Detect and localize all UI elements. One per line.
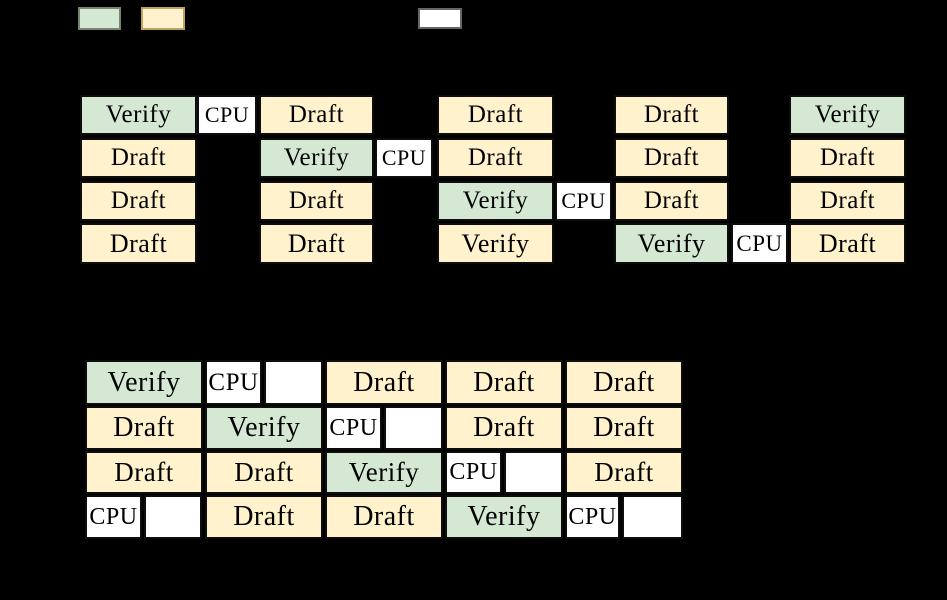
cpu-cell: CPU	[205, 360, 262, 405]
draft-cell: Draft	[205, 495, 323, 539]
cpu-cell: CPU	[85, 495, 142, 539]
draft-cell: Draft	[565, 451, 683, 494]
verify-cell: Verify	[205, 406, 323, 450]
draft-cell: Draft	[80, 223, 197, 264]
draft-cell: Draft	[85, 451, 203, 494]
draft-cell: Draft	[80, 138, 197, 178]
draft-cell: Draft	[259, 223, 374, 264]
draft-cell: Draft	[80, 181, 197, 221]
verify-cell: Verify	[80, 95, 197, 135]
verify-cell: Verify	[445, 495, 563, 539]
verify-cell: Verify	[325, 451, 443, 494]
legend-cpu-swatch	[418, 8, 462, 29]
cpu-cell: CPU	[555, 181, 612, 221]
draft-cell: Draft	[614, 138, 729, 178]
draft-cell: Draft	[789, 138, 906, 178]
draft-cell: Draft	[565, 360, 683, 405]
draft-cell: Draft	[445, 360, 563, 405]
cpu-cell: CPU	[197, 95, 257, 135]
draft-cell: Draft	[325, 360, 443, 405]
draft-cell: Draft	[85, 406, 203, 450]
cpu-cell: CPU	[731, 223, 788, 264]
draft-cell: Draft	[437, 138, 554, 178]
cpu-cell: CPU	[375, 138, 433, 178]
draft-cell: Draft	[445, 406, 563, 450]
idle-cell	[384, 406, 443, 450]
draft-cell: Draft	[259, 95, 374, 135]
verify-cell: Verify	[259, 138, 374, 178]
idle-cell	[504, 451, 563, 494]
draft-cell: Draft	[437, 95, 554, 135]
verify-cell: Verify	[437, 181, 554, 221]
draft-cell: Draft	[789, 223, 906, 264]
draft-cell: Draft	[789, 181, 906, 221]
draft-cell: Verify	[437, 223, 554, 264]
cpu-cell: CPU	[325, 406, 382, 450]
draft-cell: Draft	[565, 406, 683, 450]
idle-cell	[264, 360, 323, 405]
draft-cell: Draft	[325, 495, 443, 539]
verify-cell: Verify	[789, 95, 906, 135]
legend-verify-swatch	[78, 7, 121, 30]
verify-cell: Verify	[614, 223, 729, 264]
cpu-cell: CPU	[445, 451, 502, 494]
idle-cell	[622, 495, 683, 539]
draft-cell: Draft	[614, 95, 729, 135]
legend-draft-swatch	[141, 7, 185, 30]
cpu-cell: CPU	[565, 495, 620, 539]
draft-cell: Draft	[205, 451, 323, 494]
idle-cell	[144, 495, 202, 539]
draft-cell: Draft	[259, 181, 374, 221]
verify-cell: Verify	[85, 360, 203, 405]
draft-cell: Draft	[614, 181, 729, 221]
